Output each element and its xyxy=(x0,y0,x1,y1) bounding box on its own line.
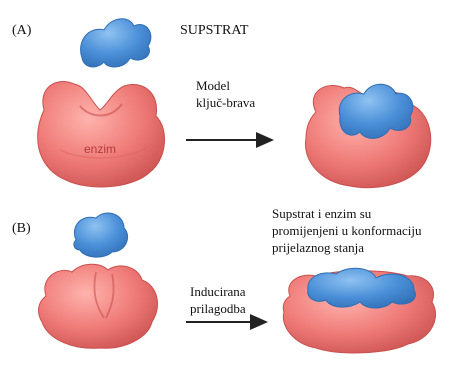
process-a-line2: ključ-brava xyxy=(196,95,255,111)
complex-a xyxy=(305,84,430,187)
enzyme-label: enzim xyxy=(84,142,116,156)
process-a-line1: Model xyxy=(196,78,230,94)
enzyme-b xyxy=(39,264,158,348)
process-b-line1: Inducirana xyxy=(190,284,246,300)
result-b-line1: Supstrat i enzim su xyxy=(272,206,371,222)
complex-b xyxy=(283,268,435,353)
process-b-line2: prilagodba xyxy=(190,301,246,317)
panel-a-marker: (A) xyxy=(12,22,31,39)
panel-b-marker: (B) xyxy=(12,220,31,237)
result-b-line3: prijelaznog stanja xyxy=(272,240,364,256)
substrate-free-b xyxy=(74,213,128,257)
substrate-label: SUPSTRAT xyxy=(180,22,248,39)
enzyme-a xyxy=(38,82,165,187)
result-b-line2: promijenjeni u konformaciju xyxy=(272,223,421,239)
substrate-free-a xyxy=(81,19,151,67)
